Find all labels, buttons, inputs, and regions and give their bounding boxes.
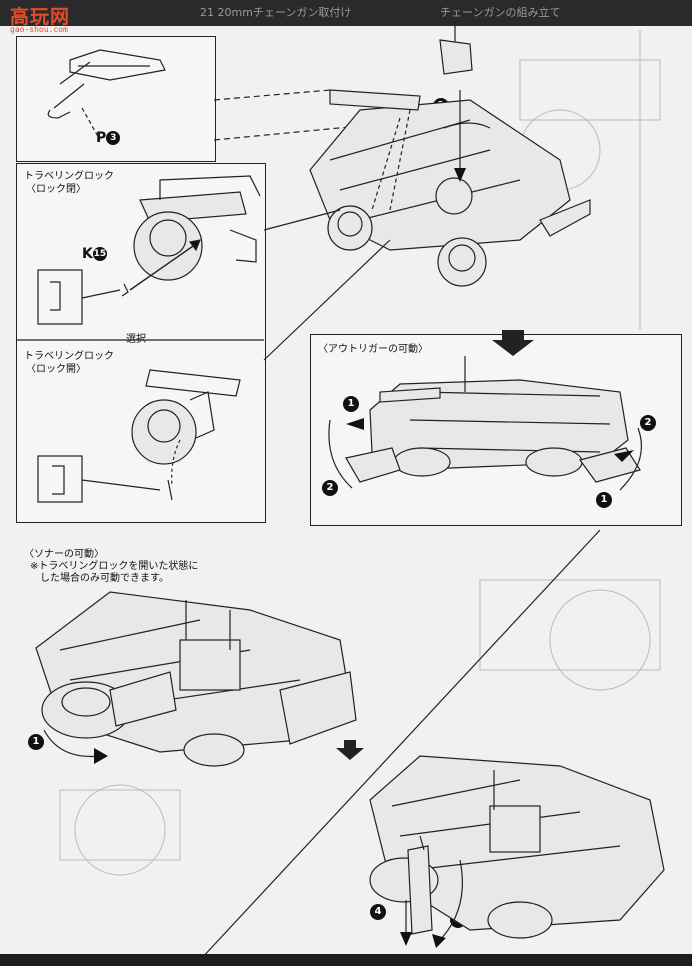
part-p3-number: 3 <box>106 131 121 145</box>
travel-lock-closed-title: トラベリングロック <box>24 171 114 182</box>
sonar-note-line-1: ※トラベリングロックを開いた状態に <box>30 561 199 572</box>
travel-lock-open-drawing <box>37 369 241 503</box>
top-vehicle-drawing <box>309 20 591 287</box>
sonar-note-line-2: した場合のみ可動できます。 <box>40 573 169 584</box>
outrigger-step-2-right: 2 <box>640 415 656 431</box>
sonar-step-1: 1 <box>28 734 44 750</box>
outrigger-vehicle-drawing <box>328 356 642 491</box>
travel-lock-open-title: トラベリングロック <box>24 351 114 362</box>
sonar-title: 〈ソナーの可動〉 <box>24 549 104 560</box>
background-ghost-art <box>59 30 661 876</box>
logo-text: 高玩网 <box>10 6 71 28</box>
outrigger-title: 〈アウトリガーの可動〉 <box>318 344 428 355</box>
part-k15-letter: K <box>82 246 93 262</box>
site-logo[interactable]: 高玩网 gao-shou.com <box>8 2 100 36</box>
header-step-title: 21 20mmチェーンガン取付け <box>200 6 352 19</box>
part-k15-label: K15 <box>82 246 107 262</box>
sonar-vehicle-left-drawing <box>35 591 357 767</box>
sonar-step-4: 4 <box>370 904 386 920</box>
sonar-vehicle-right-drawing <box>369 755 665 948</box>
travel-lock-open-sub: 〈ロック開〉 <box>26 364 86 375</box>
page-footer <box>0 954 692 966</box>
header-strip <box>0 0 692 26</box>
outrigger-step-1-left: 1 <box>343 396 359 412</box>
outrigger-step-1-right: 1 <box>596 492 612 508</box>
outrigger-step-2-left: 2 <box>322 480 338 496</box>
part-p3-letter: P <box>96 130 107 146</box>
travel-lock-closed-drawing <box>37 175 261 325</box>
part-k15-number: 15 <box>92 247 107 261</box>
travel-lock-box <box>16 163 266 523</box>
part-p3-drawing <box>47 49 166 141</box>
header-step-title-2: チェーンガンの組み立て <box>440 6 561 19</box>
travel-lock-closed-sub: 〈ロック閉〉 <box>26 184 86 195</box>
logo-url: gao-shou.com <box>10 25 68 34</box>
